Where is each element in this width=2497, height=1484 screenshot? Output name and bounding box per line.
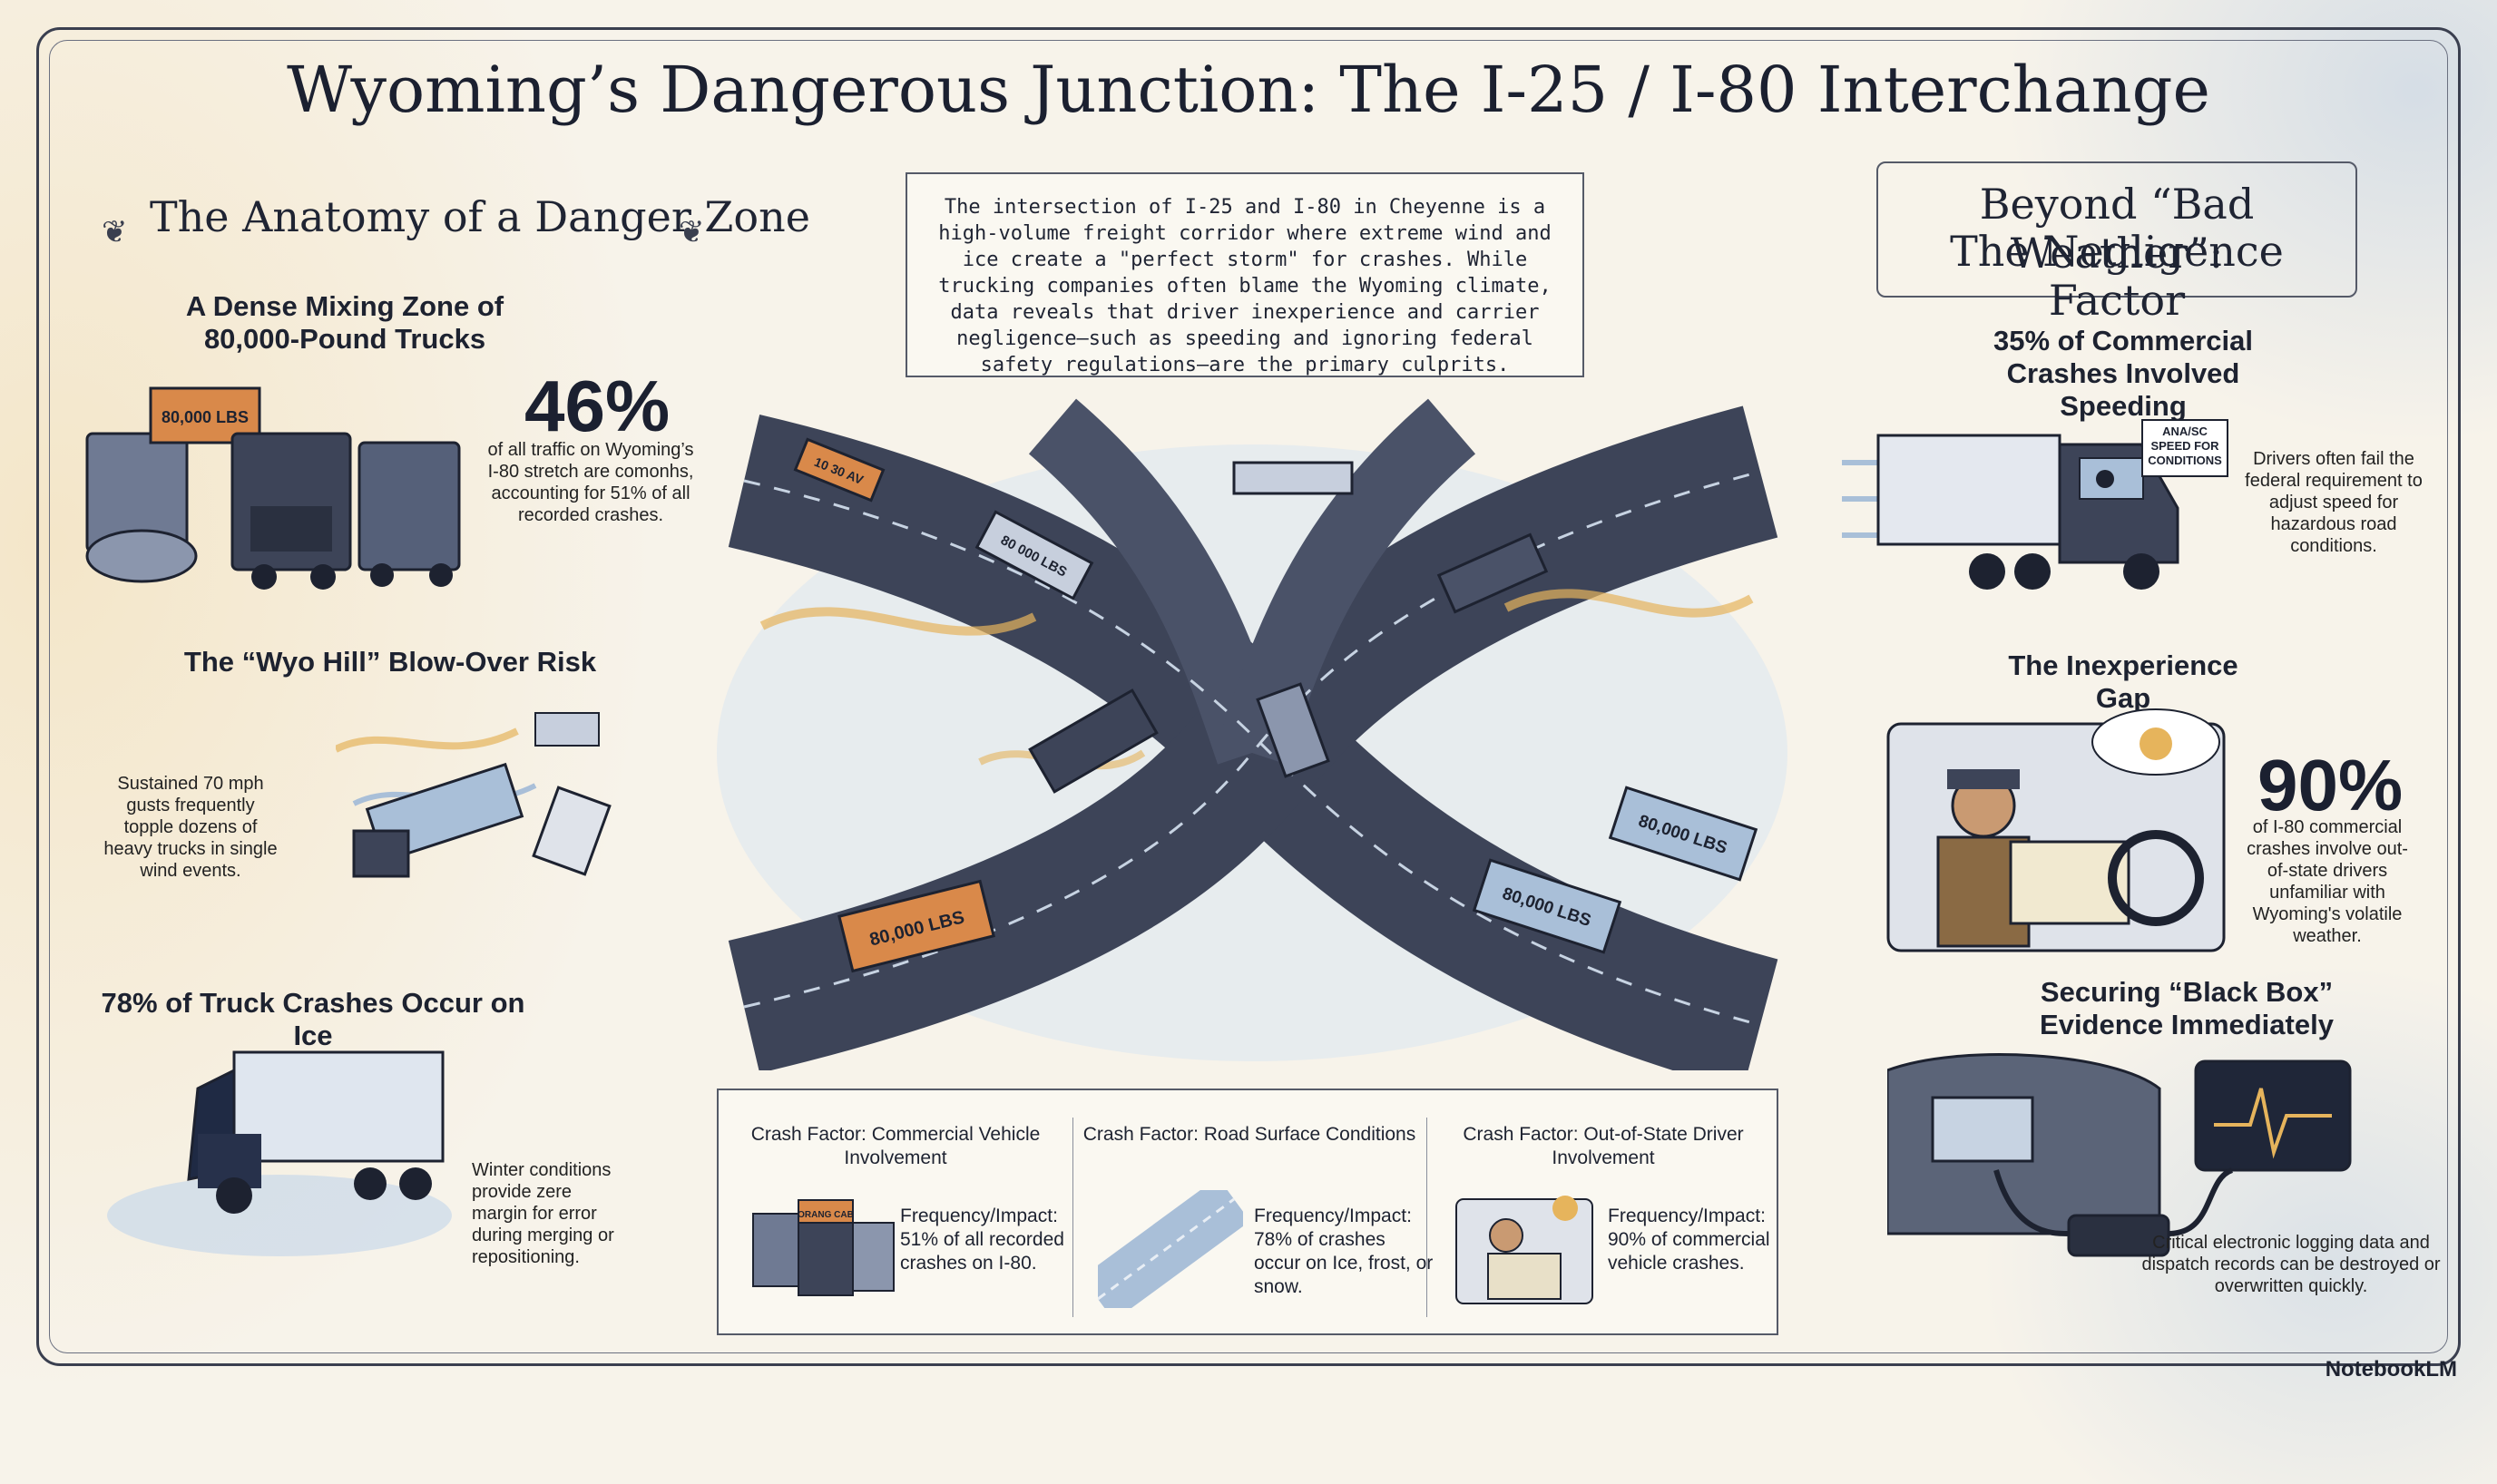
factor-freq: Frequency/Impact: 78% of crashes occur o…: [1254, 1206, 1434, 1297]
wyo-hill-text: Sustained 70 mph gusts frequently topple…: [103, 774, 278, 881]
speed-sign: ANA/SC SPEED FOR CONDITIONS: [2141, 419, 2228, 477]
factor-road: Crash Factor: Road Surface Conditions Fr…: [1072, 1090, 1433, 1333]
speeding-text: Drivers often fail the federal requireme…: [2245, 449, 2423, 556]
ice-title: 78% of Truck Crashes Occur on Ice: [101, 987, 525, 1051]
blackbox-title: Securing “Black Box” Evidence Immediatel…: [2040, 976, 2334, 1040]
center-truck-3: 80,000 LBS: [1608, 786, 1758, 882]
factor-commercial: Crash Factor: Commercial Vehicle Involve…: [719, 1090, 1072, 1333]
speeding-truck-illustration: [1842, 434, 2179, 590]
page-title: Wyoming’s Dangerous Junction: The I-25 /…: [287, 53, 2210, 127]
blackbox-text: Critical electronic logging data and dis…: [2141, 1233, 2441, 1296]
ornamental-frame: [36, 27, 2461, 1366]
ice-text: Winter conditions provide zere margin fo…: [472, 1160, 614, 1267]
crash-factor-table: Crash Factor: Commercial Vehicle Involve…: [717, 1089, 1778, 1335]
driver-map-illustration: [1455, 1196, 1593, 1304]
intro-box: [906, 172, 1584, 377]
background-wash-right: [1971, 0, 2497, 472]
inexperience-title: The Inexperience Gap: [2008, 649, 2238, 714]
right-heading-line2: The Negligence Factor: [1950, 227, 2284, 325]
factor-out-of-state: Crash Factor: Out-of-State Driver Involv…: [1426, 1090, 1780, 1333]
interchange-illustration: 80,000 LBS 80,000 LBS 80,000 LBS 80 000 …: [717, 398, 1787, 1070]
driver-cab-illustration: [1886, 708, 2226, 952]
factor-freq: Frequency/Impact: 90% of commercial vehi…: [1608, 1206, 1770, 1274]
black-box-illustration: [1887, 1053, 2352, 1257]
speeding-title: 35% of Commercial Crashes Involved Speed…: [1993, 325, 2253, 422]
left-section-heading: The Anatomy of a Danger Zone: [150, 192, 810, 241]
table-divider: [1072, 1118, 1073, 1317]
factor-freq: Frequency/Impact: 51% of all recorded cr…: [900, 1206, 1064, 1274]
truck-label: 80,000 LBS: [162, 408, 249, 426]
ice-truck-illustration: [107, 1050, 452, 1256]
wyo-hill-title: The “Wyo Hill” Blow-Over Risk: [183, 646, 597, 678]
truck-cluster-illustration: 80,000 LBS: [85, 386, 461, 590]
icy-road-illustration: [1098, 1190, 1243, 1308]
factor-head: Crash Factor: Commercial Vehicle Involve…: [750, 1124, 1041, 1168]
factor-head: Crash Factor: Out-of-State Driver Involv…: [1463, 1124, 1744, 1168]
dense-zone-title: A Dense Mixing Zone of 80,000-Pound Truc…: [185, 290, 504, 355]
inexperience-stat: 90%: [2257, 745, 2404, 825]
center-truck-2: 80,000 LBS: [1472, 858, 1622, 954]
inexperience-text: of I-80 commercial crashes involve out-o…: [2247, 817, 2408, 946]
ornamental-frame-inner: [49, 40, 2448, 1353]
table-divider: [1426, 1118, 1427, 1317]
dense-stat: 46%: [524, 366, 671, 446]
flourish-icon: ❦: [679, 215, 705, 249]
right-heading-box: [1876, 161, 2357, 298]
center-truck-1: 80,000 LBS: [837, 879, 995, 973]
right-heading-line1: Beyond “Bad Weather”:: [1979, 180, 2255, 278]
factor-head: Crash Factor: Road Surface Conditions: [1082, 1124, 1416, 1145]
blow-over-illustration: [336, 712, 612, 878]
intro-text: The intersection of I-25 and I-80 in Che…: [938, 196, 1552, 376]
mini-trucks-illustration: ORANG CAB: [752, 1199, 895, 1296]
dense-stat-text: of all traffic on Wyoming’s I-80 stretch…: [487, 440, 694, 525]
flourish-icon: ❦: [102, 215, 128, 249]
svg-text:ORANG CAB: ORANG CAB: [798, 1210, 854, 1220]
notebooklm-brand: NotebookLM: [2325, 1357, 2457, 1381]
